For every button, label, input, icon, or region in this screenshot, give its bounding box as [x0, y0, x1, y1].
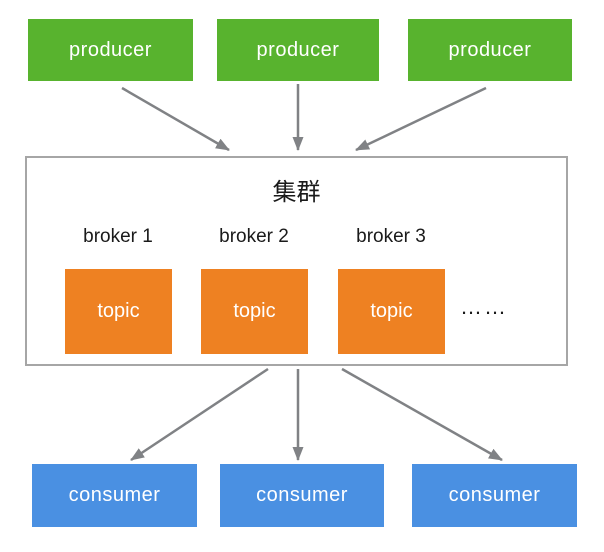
consumer-box-3: consumer: [412, 464, 577, 527]
broker-label-2: broker 2: [219, 226, 289, 247]
producer-box-2: producer: [217, 19, 379, 81]
producer-label: producer: [448, 38, 532, 61]
cluster-title: 集群: [272, 179, 321, 206]
more-brokers-ellipsis: ……: [460, 294, 508, 319]
consumer-label: consumer: [68, 484, 161, 506]
arrow-cluster-to-consumer-1: [130, 367, 269, 462]
topic-box-3: topic: [338, 269, 445, 354]
arrow-producer-1-to-cluster: [121, 86, 230, 152]
consumer-label: consumer: [256, 484, 348, 506]
topic-box-2: topic: [201, 269, 308, 354]
arrow-producer-3-to-cluster: [355, 86, 487, 152]
consumer-box-2: consumer: [220, 464, 384, 527]
topic-label: topic: [370, 300, 413, 322]
producer-label: producer: [256, 38, 340, 61]
producer-box-1: producer: [28, 19, 193, 81]
topic-box-1: topic: [65, 269, 172, 354]
arrow-cluster-to-consumer-3: [341, 367, 503, 462]
cluster-box: 集群 broker 1 broker 2 broker 3 topic topi…: [25, 156, 568, 366]
broker-label-1: broker 1: [83, 226, 153, 247]
consumer-box-1: consumer: [32, 464, 197, 527]
producer-label: producer: [69, 38, 152, 61]
topic-label: topic: [97, 300, 140, 322]
broker-label-3: broker 3: [356, 226, 426, 247]
producer-box-3: producer: [408, 19, 572, 81]
consumer-label: consumer: [448, 484, 541, 506]
topic-label: topic: [233, 300, 276, 322]
